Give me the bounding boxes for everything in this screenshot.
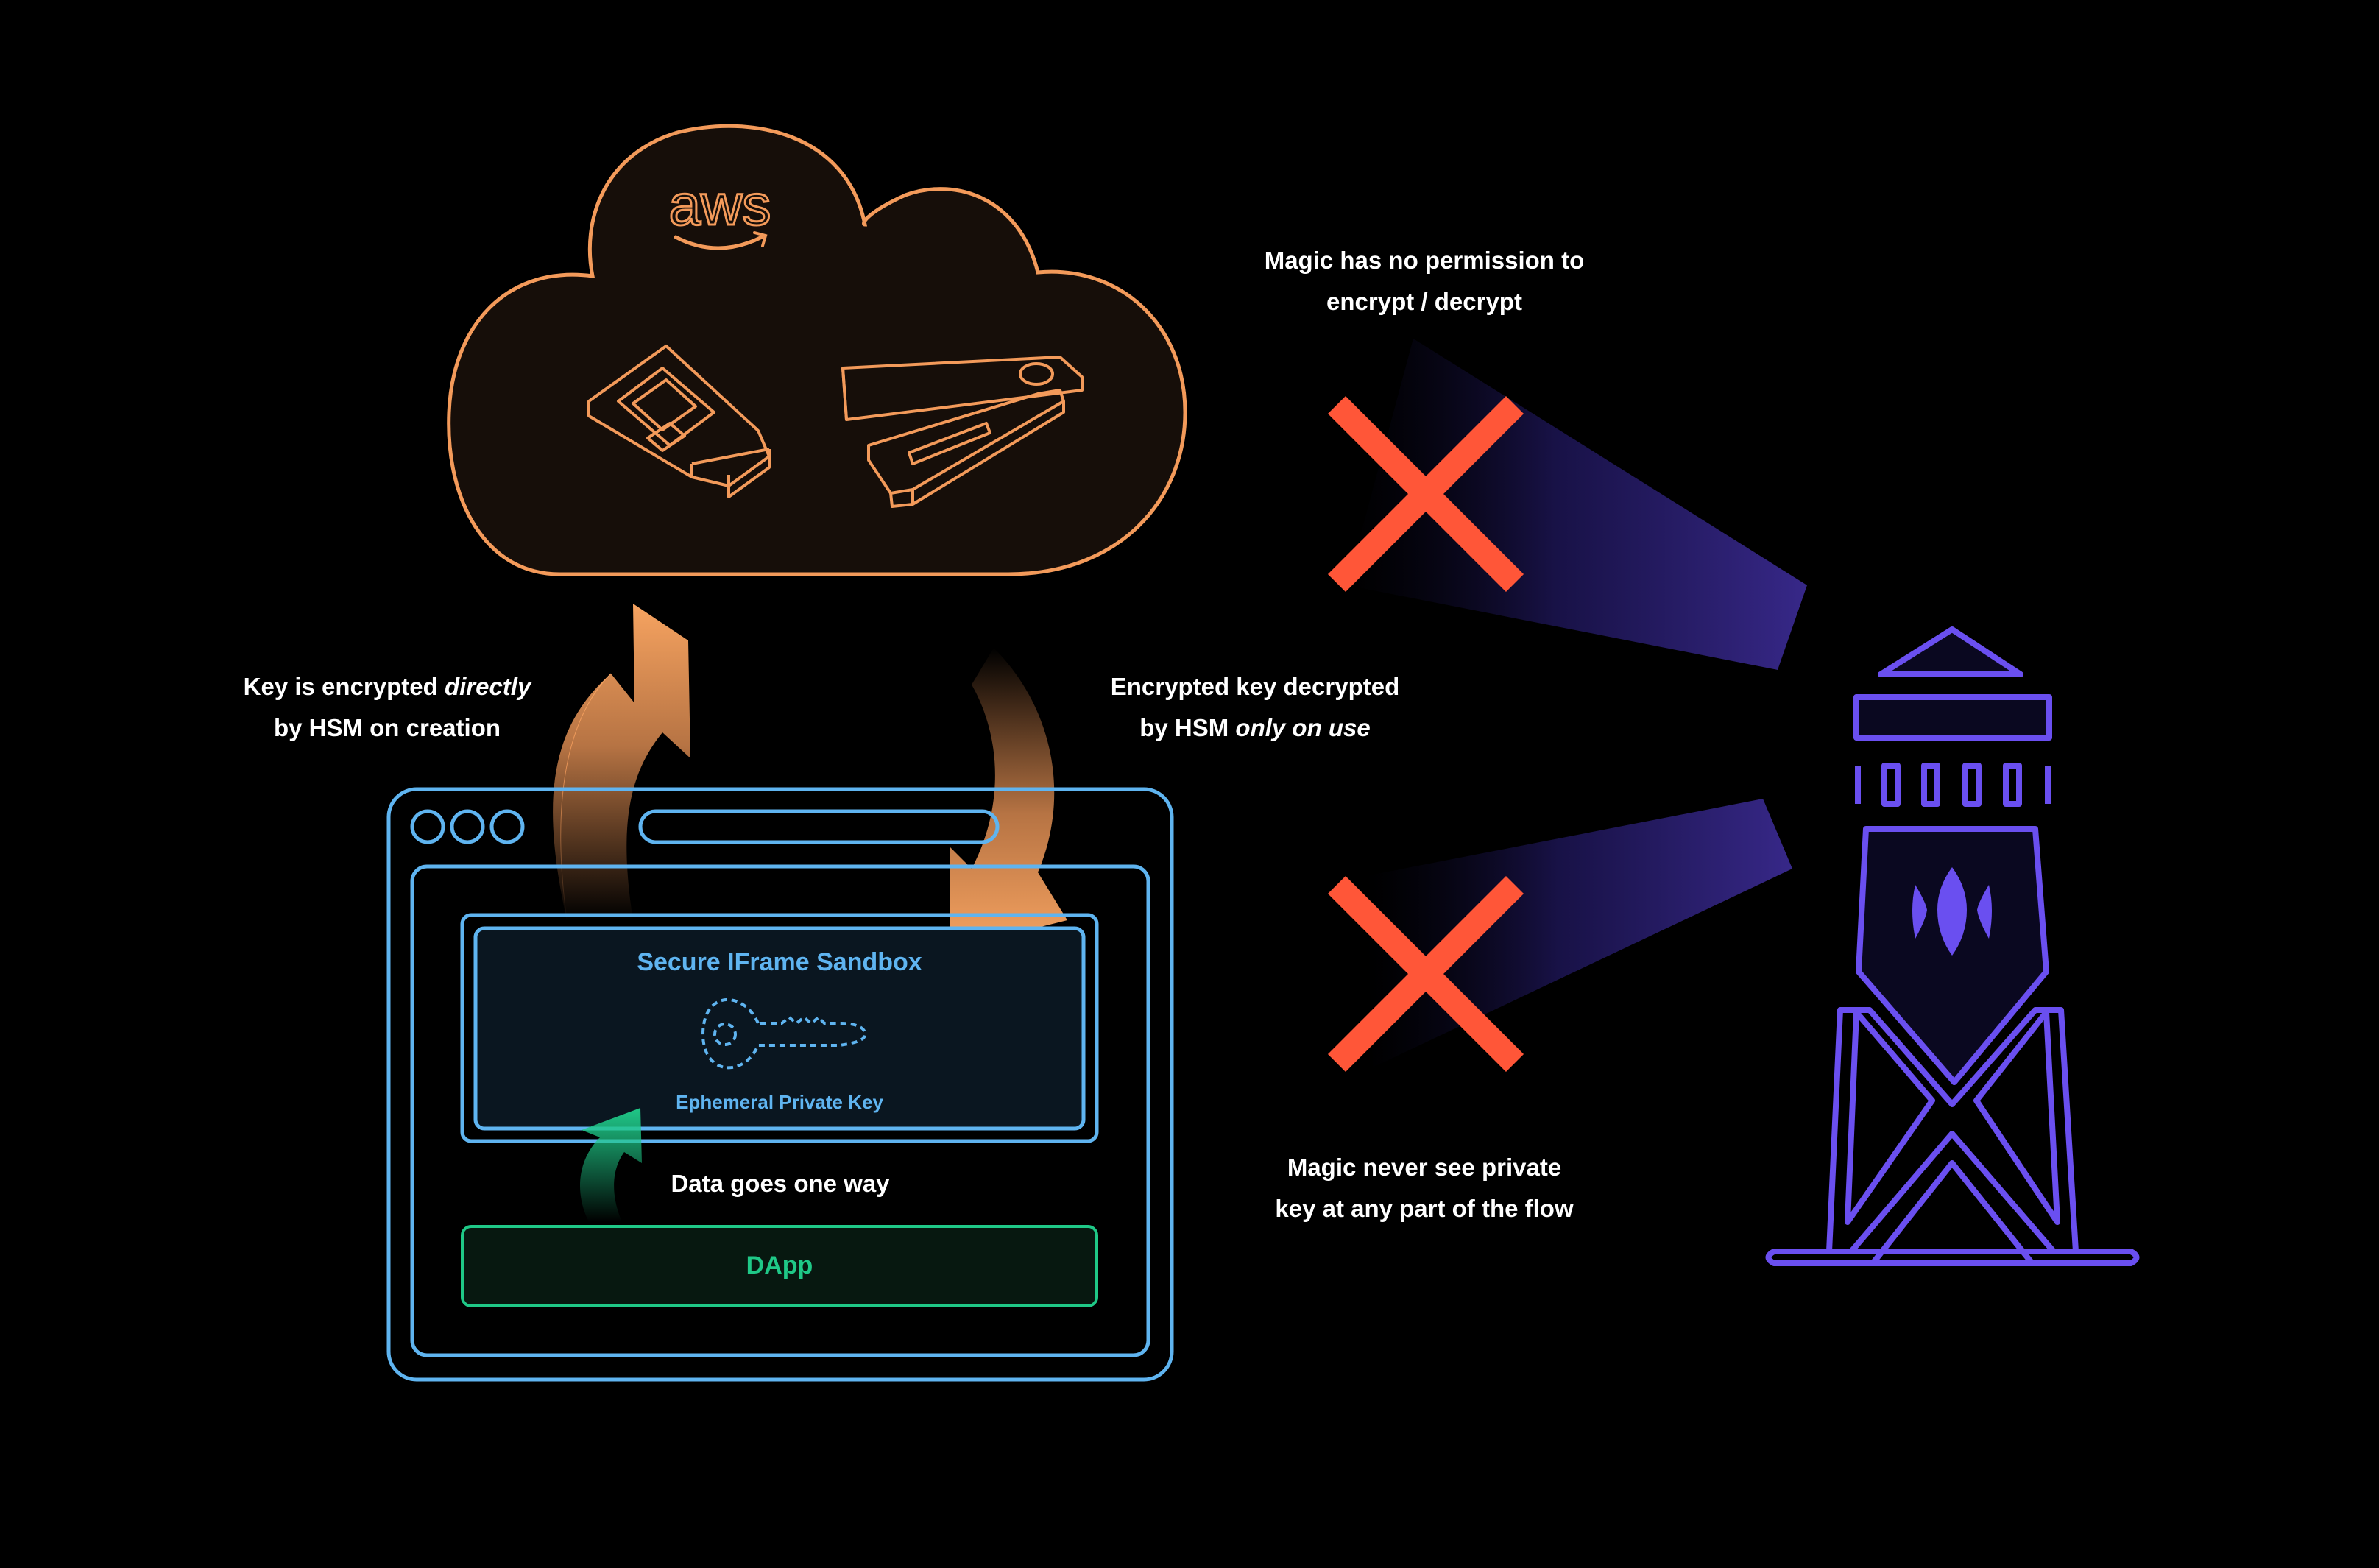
beam-upper bbox=[1347, 339, 1807, 670]
browser-frame bbox=[386, 787, 1174, 1382]
encrypt-line1-emphasis: directly bbox=[444, 673, 531, 700]
window-dot-2[interactable] bbox=[450, 809, 485, 844]
decrypt-line2-text: by HSM bbox=[1139, 714, 1236, 741]
lighthouse-tower-icon bbox=[1765, 626, 2140, 1266]
key-icon bbox=[701, 997, 867, 1070]
iframe-sandbox bbox=[460, 913, 1099, 1143]
key-label: Ephemeral Private Key bbox=[676, 1091, 883, 1113]
dapp-label[interactable]: DApp bbox=[746, 1251, 813, 1279]
one-way-arrow-icon bbox=[580, 1108, 642, 1222]
never-see-line2: key at any part of the flow bbox=[1275, 1195, 1574, 1222]
no-permission-label: Magic has no permission to encrypt / dec… bbox=[1240, 240, 1608, 322]
encrypt-line1-text: Key is encrypted bbox=[243, 673, 445, 700]
hsm-usb-key-icon bbox=[841, 356, 1084, 508]
dapp-box[interactable] bbox=[461, 1225, 1098, 1307]
no-permission-line2: encrypt / decrypt bbox=[1326, 288, 1522, 315]
aws-logo-text: aws bbox=[669, 172, 771, 237]
aws-logo-icon: aws bbox=[668, 172, 772, 250]
sandbox-title: Secure IFrame Sandbox bbox=[637, 948, 922, 976]
cross-upper-icon bbox=[1327, 395, 1524, 593]
decrypt-line1-text: Encrypted key decrypted bbox=[1110, 673, 1400, 700]
magic-logo-icon bbox=[1912, 867, 1992, 956]
browser-content-frame bbox=[410, 864, 1150, 1357]
browser-window bbox=[386, 787, 1174, 1382]
cross-lower-icon bbox=[1327, 875, 1524, 1073]
aws-cloud: aws bbox=[447, 124, 1187, 576]
encrypt-label: Key is encrypted directly by HSM on crea… bbox=[203, 666, 571, 749]
never-see-label: Magic never see private key at any part … bbox=[1240, 1147, 1608, 1229]
address-bar[interactable] bbox=[638, 809, 1000, 844]
cloud-outline bbox=[447, 124, 1187, 576]
window-dot-3[interactable] bbox=[489, 809, 525, 844]
never-see-line1: Magic never see private bbox=[1287, 1154, 1562, 1181]
window-dot-1[interactable] bbox=[410, 809, 445, 844]
encrypt-line2-text: by HSM on creation bbox=[273, 714, 501, 741]
decrypt-arrow-down bbox=[950, 648, 1067, 950]
encrypt-arrow-up bbox=[553, 604, 690, 921]
decrypt-line2-emphasis: only on use bbox=[1235, 714, 1371, 741]
no-permission-line1: Magic has no permission to bbox=[1264, 247, 1585, 274]
decrypt-label: Encrypted key decrypted by HSM only on u… bbox=[1071, 666, 1439, 749]
beam-lower bbox=[1365, 799, 1792, 1067]
data-flow-label: Data goes one way bbox=[671, 1170, 890, 1197]
hsm-device-icon bbox=[587, 345, 771, 498]
